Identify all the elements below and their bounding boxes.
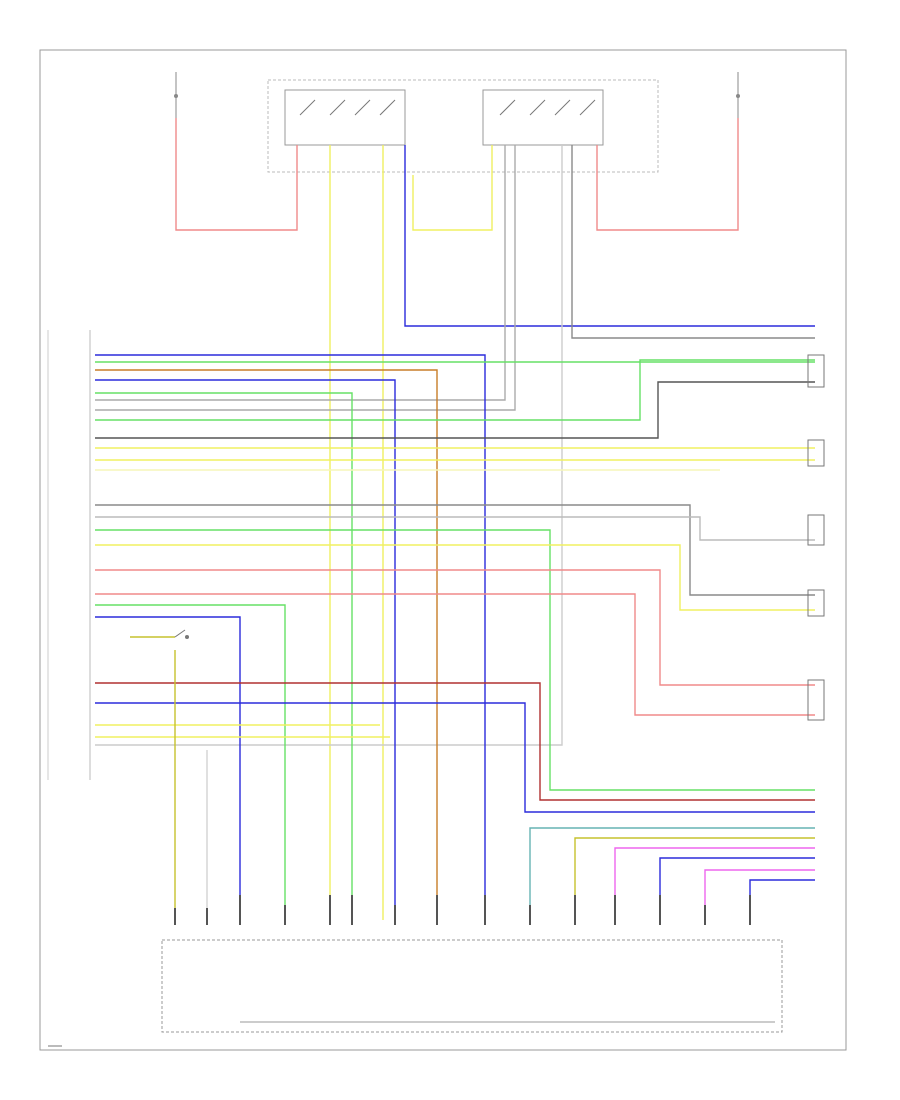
switch-vertical-wires (95, 145, 815, 920)
top-right-fuse (736, 72, 740, 118)
top-left-fuse (174, 72, 178, 118)
right-switch-assembly (482, 89, 604, 146)
bottom-connectors (174, 895, 751, 925)
harness-wires (95, 354, 815, 920)
lower-bus-wires (529, 827, 815, 920)
bottom-component-blocks (161, 939, 783, 1033)
inline-switch (130, 629, 208, 920)
left-switch-assembly (267, 79, 659, 173)
diagram-frame (39, 49, 847, 1051)
red-power-wires (175, 118, 739, 231)
right-actuators (807, 354, 825, 721)
